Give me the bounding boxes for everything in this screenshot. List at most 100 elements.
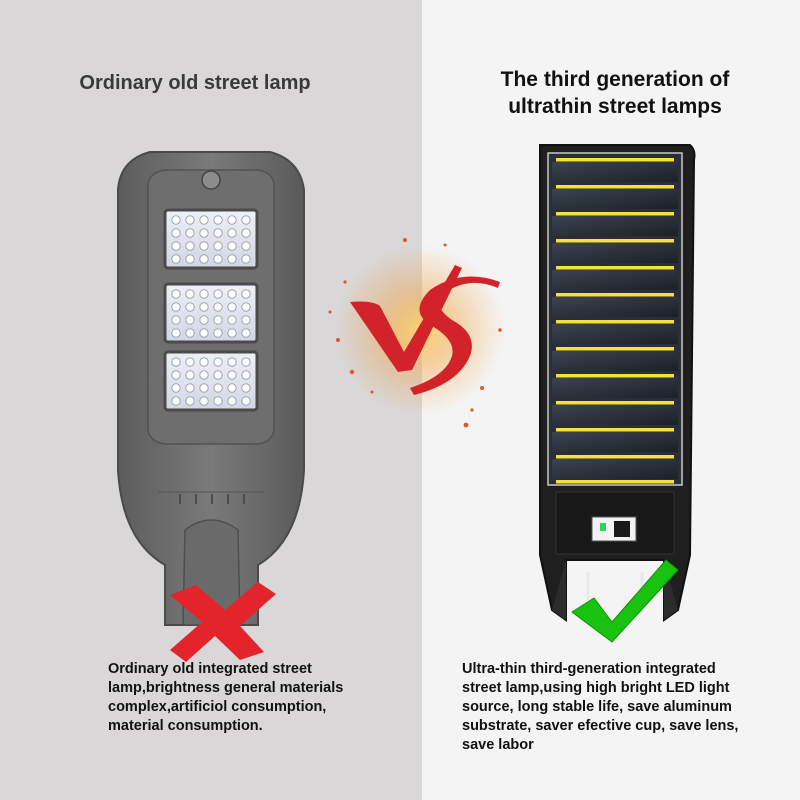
- led-dot: [227, 396, 237, 406]
- led-dot: [227, 328, 237, 338]
- led-dot: [213, 357, 223, 367]
- left-description-line-2: lamp,brightness general materials: [108, 680, 344, 696]
- led-dot: [213, 370, 223, 380]
- led-dot: [199, 370, 209, 380]
- led-dot: [199, 396, 209, 406]
- led-dot: [185, 357, 195, 367]
- right-description-line-3: source, long stable life, save aluminum: [462, 699, 732, 715]
- led-dot: [213, 328, 223, 338]
- led-strip: [556, 320, 674, 324]
- led-strip: [556, 212, 674, 216]
- led-dot: [185, 302, 195, 312]
- led-dot: [199, 328, 209, 338]
- led-dot: [241, 383, 251, 393]
- led-strip: [556, 158, 674, 162]
- led-dot: [199, 215, 209, 225]
- led-dot: [185, 328, 195, 338]
- led-dot: [241, 328, 251, 338]
- right-description-line-2: street lamp,using high bright LED light: [462, 680, 730, 696]
- led-strip: [556, 185, 674, 189]
- led-dot: [227, 383, 237, 393]
- led-dot: [199, 254, 209, 264]
- led-dot: [241, 215, 251, 225]
- solar-cell-row: [552, 378, 678, 398]
- led-dot: [171, 396, 181, 406]
- led-dot: [185, 254, 195, 264]
- led-module-2: [163, 282, 259, 344]
- led-strip: [556, 455, 674, 459]
- led-dot: [171, 328, 181, 338]
- led-strip: [556, 239, 674, 243]
- led-dot: [199, 241, 209, 251]
- led-dot: [185, 241, 195, 251]
- led-strip: [556, 401, 674, 405]
- right-description: Ultra-thin third-generation integrated s…: [462, 660, 792, 755]
- left-description-line-4: material consumption.: [108, 718, 263, 734]
- led-dot: [241, 241, 251, 251]
- led-dot: [199, 228, 209, 238]
- solar-cell-row: [552, 351, 678, 371]
- led-dot: [213, 315, 223, 325]
- led-dot: [171, 254, 181, 264]
- led-dot: [227, 302, 237, 312]
- led-strip: [556, 266, 674, 270]
- led-dot: [185, 289, 195, 299]
- led-module-3: [163, 350, 259, 412]
- led-dot: [241, 396, 251, 406]
- left-title: Ordinary old street lamp: [79, 72, 311, 94]
- led-dot: [227, 370, 237, 380]
- vs-icon: [328, 238, 505, 428]
- led-dot: [213, 302, 223, 312]
- right-description-line-5: save labor: [462, 737, 534, 753]
- led-dot: [227, 357, 237, 367]
- solar-cell-row: [552, 216, 678, 236]
- led-dot: [171, 289, 181, 299]
- old-street-lamp-illustration: [117, 151, 305, 626]
- led-dot: [171, 357, 181, 367]
- ultrathin-street-lamp-illustration: [539, 144, 696, 622]
- led-dot: [171, 315, 181, 325]
- led-dot: [185, 370, 195, 380]
- led-dot: [241, 289, 251, 299]
- solar-cell-row: [552, 270, 678, 290]
- led-dot: [171, 215, 181, 225]
- solar-cell-row: [552, 324, 678, 344]
- led-dot: [241, 302, 251, 312]
- led-dot: [241, 254, 251, 264]
- led-dot: [213, 289, 223, 299]
- motion-sensor-icon: [201, 170, 221, 190]
- led-dot: [227, 289, 237, 299]
- led-dot: [185, 396, 195, 406]
- led-dot: [213, 254, 223, 264]
- right-title: The third generation of ultrathin street…: [430, 66, 800, 120]
- solar-cell-row: [552, 405, 678, 425]
- left-description-line-3: complex,artificiol consumption,: [108, 699, 327, 715]
- led-dot: [241, 370, 251, 380]
- led-dot: [199, 315, 209, 325]
- solar-panel-cells: [552, 158, 678, 484]
- led-dot: [199, 357, 209, 367]
- solar-cell-row: [552, 459, 678, 479]
- red-cross-icon: [170, 582, 276, 662]
- right-description-line-1: Ultra-thin third-generation integrated: [462, 661, 716, 677]
- solar-cell-row: [552, 162, 678, 182]
- led-dot: [171, 370, 181, 380]
- led-dot: [171, 302, 181, 312]
- led-dot: [213, 215, 223, 225]
- led-dot: [213, 241, 223, 251]
- solar-cell-row: [552, 243, 678, 263]
- left-description: Ordinary old integrated street lamp,brig…: [108, 660, 408, 736]
- led-dot: [213, 383, 223, 393]
- right-title-line-2: ultrathin street lamps: [508, 95, 722, 118]
- led-dot: [213, 228, 223, 238]
- led-strip: [556, 374, 674, 378]
- led-dot: [185, 383, 195, 393]
- green-check-icon: [571, 559, 679, 643]
- solar-cell-row: [552, 297, 678, 317]
- led-strip: [556, 293, 674, 297]
- led-dot: [199, 289, 209, 299]
- led-dot: [171, 383, 181, 393]
- led-dot: [227, 315, 237, 325]
